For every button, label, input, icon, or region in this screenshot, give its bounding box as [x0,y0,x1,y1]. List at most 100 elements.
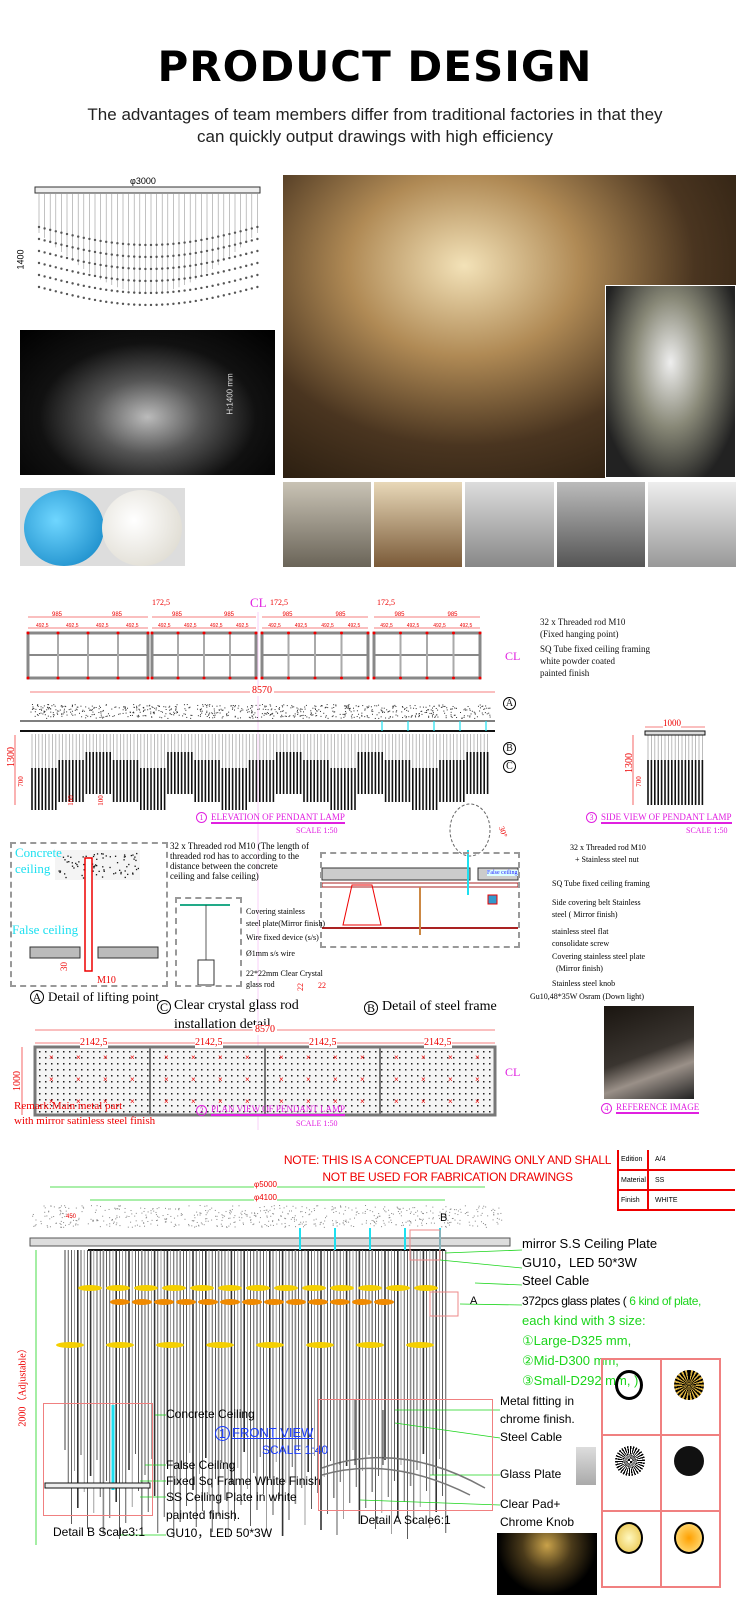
gravel [431,713,432,714]
rod-point [159,1081,161,1083]
gravel [33,708,34,709]
rod-point [363,1093,365,1095]
dimension-text: 492,5 [268,623,281,629]
rod-point [45,1081,47,1083]
gravel [450,1222,451,1223]
gravel [266,1225,267,1226]
gravel [198,1225,199,1226]
rod-point [237,1069,239,1071]
note: SQ Tube fixed ceiling framing [552,880,650,888]
rod-point [381,1111,383,1113]
gravel [144,1208,145,1209]
gravel [192,1220,193,1221]
rod-point [189,1069,191,1071]
rod-point [303,1093,305,1095]
rod-point [141,1069,143,1071]
gravel [61,714,62,715]
rod-point [435,1105,437,1107]
gravel [274,1205,275,1206]
rod-point [381,1087,383,1089]
rod-point [87,1075,89,1077]
rod-point [399,1075,401,1077]
gravel [112,716,113,717]
rod-point [453,1063,455,1065]
gravel [481,706,482,707]
gravel [379,1216,380,1217]
rod-point [489,1069,491,1071]
dimension: 172,5 [377,599,395,607]
rod-point [387,1069,389,1071]
gravel [381,709,382,710]
gravel [93,1221,94,1222]
gravel [483,1206,484,1207]
rod-point [387,1057,389,1059]
detail-b-box [43,1403,153,1516]
gravel [423,1213,424,1214]
gravel [351,711,352,712]
gravel [156,1212,157,1213]
gravel [367,716,368,717]
gravel [50,712,51,713]
rod-point [465,1105,467,1107]
gravel [215,1210,216,1211]
rod-point [435,1051,437,1053]
gravel [459,1223,460,1224]
gravel [302,709,303,710]
gravel [165,706,166,707]
rod-point [393,1069,395,1071]
gravel [351,717,352,718]
rod-point [147,1063,149,1065]
rod-point [201,1081,203,1083]
gravel [245,1210,246,1211]
gravel [262,704,263,705]
rod-point [231,1057,233,1059]
gravel [247,706,248,707]
gravel [436,708,437,709]
gravel [251,712,252,713]
rod-point [411,1093,413,1095]
rod-point [405,1093,407,1095]
rod-point [237,1081,239,1083]
gravel [152,706,153,707]
gravel [408,716,409,717]
rod-point [489,1057,491,1059]
note-line: threaded rod has to according to the [170,851,309,861]
rod-point [255,1081,257,1083]
rod-point [177,1057,179,1059]
gravel [390,1220,391,1221]
gravel [234,706,235,707]
gravel [115,706,116,707]
rod-point [303,1087,305,1089]
gravel [282,711,283,712]
hanging-point-mark: × [130,1053,135,1062]
gravel [439,705,440,706]
gravel [91,710,92,711]
gravel [314,1224,315,1225]
gravel [353,708,354,709]
gravel [346,706,347,707]
gravel [345,711,346,712]
gravel [84,711,85,712]
rod-point [345,1105,347,1107]
rod-point [135,1069,137,1071]
hanging-point-mark: × [306,1075,311,1084]
rod-point [327,1099,329,1101]
gravel [300,1224,301,1225]
rod-point [123,1081,125,1083]
rod-point [81,1093,83,1095]
rod-point [459,1105,461,1107]
glass-plate [220,1299,240,1305]
gravel [402,707,403,708]
gravel [304,1225,305,1226]
glass-kinds: 6 kind of plate, [629,1294,701,1308]
gravel [140,712,141,713]
rod-point [417,1093,419,1095]
gravel [224,1216,225,1217]
gravel [257,709,258,710]
gravel [62,1213,63,1214]
rod-point [357,1063,359,1065]
rod-point [405,1099,407,1101]
rod-point [411,1105,413,1107]
gravel [88,1223,89,1224]
hanging-point [117,632,120,635]
